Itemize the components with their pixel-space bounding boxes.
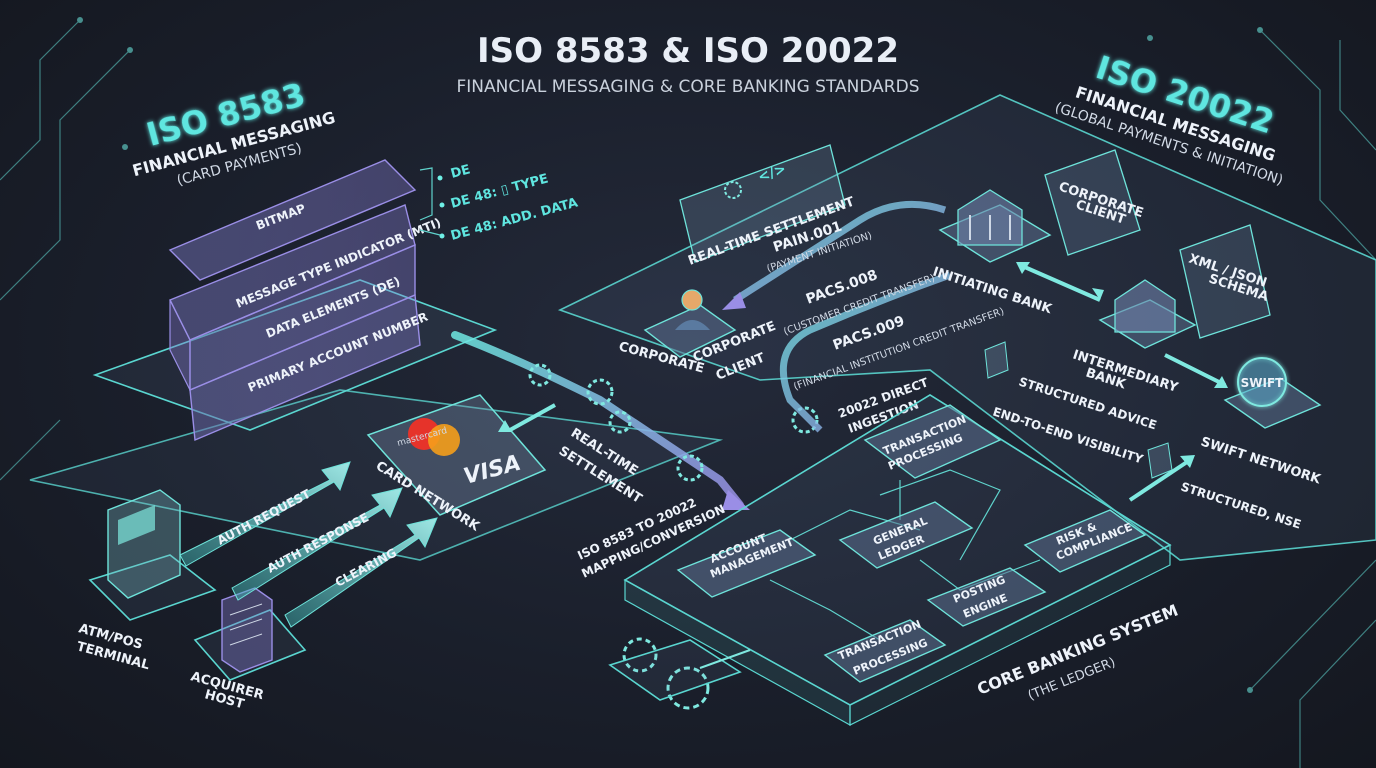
xml-schema-box: XML / JSON SCHEMA (1179, 224, 1271, 339)
gear-platform (608, 639, 751, 701)
page-title: ISO 8583 & ISO 20022 (477, 31, 899, 71)
trace-node (1247, 687, 1253, 693)
server-icon (221, 587, 273, 673)
arrow-clearing: CLEARING (333, 546, 399, 590)
iso8583-heading-group: ISO 8583 FINANCIAL MESSAGING (CARD PAYME… (130, 75, 337, 189)
de-label-1: DE (449, 162, 472, 182)
gear-icon (608, 410, 632, 434)
gear-icon (528, 363, 552, 387)
trace-node (122, 144, 128, 150)
intermediary-bank-node: INTERMEDIARY BANK (1016, 262, 1197, 396)
acquirer-host: ACQUIRER HOST (189, 587, 307, 712)
trace-node (1147, 35, 1153, 41)
iso8583-message-stack: BITMAP MESSAGE TYPE INDICATOR (MTI) DATA… (168, 159, 443, 442)
trace-node (77, 17, 83, 23)
swift-globe-icon (1237, 357, 1287, 407)
gear-icon (791, 406, 819, 434)
iso20022-platform (557, 94, 1376, 561)
trace-node (127, 47, 133, 53)
gear-icon (586, 378, 614, 406)
gear-icon-group (528, 363, 819, 710)
gear-icon (724, 181, 742, 199)
page-subtitle: FINANCIAL MESSAGING & CORE BANKING STAND… (456, 77, 919, 97)
bank-icon (1114, 279, 1176, 333)
person-icon (681, 289, 703, 311)
gear-icon (622, 637, 658, 673)
mastercard-logo-orange (428, 424, 460, 456)
gear-icon (676, 454, 704, 482)
gear-icon (666, 666, 710, 710)
atm-terminal: ATM/POS TERMINAL (75, 489, 217, 673)
circuit-traces (0, 17, 1376, 768)
de-labels: DE DE 48: ▯ TYPE DE 48: ADD. DATA (419, 162, 579, 244)
swift-badge: SWIFT (1241, 376, 1285, 390)
trace-node (1257, 27, 1263, 33)
